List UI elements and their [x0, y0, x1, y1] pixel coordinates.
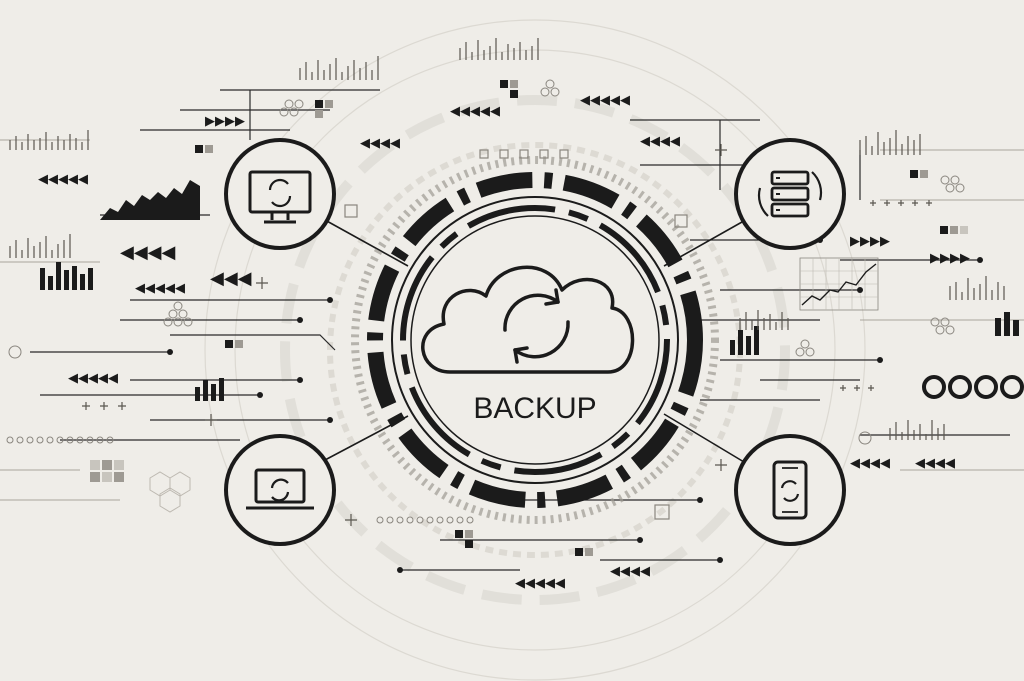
svg-text:◀◀◀◀◀: ◀◀◀◀◀ — [515, 576, 565, 591]
svg-text:◀◀◀◀◀: ◀◀◀◀◀ — [135, 281, 185, 296]
server-sync-icon — [757, 170, 823, 218]
mini-bar-chart-1 — [100, 180, 200, 220]
monitor-sync-icon — [248, 170, 312, 224]
svg-text:◀◀◀◀: ◀◀◀◀ — [850, 456, 890, 471]
svg-text:◀◀◀◀: ◀◀◀◀ — [120, 242, 176, 263]
svg-text:◀◀◀◀: ◀◀◀◀ — [360, 136, 400, 151]
svg-text:◀◀◀: ◀◀◀ — [210, 268, 252, 289]
circuit-lines — [30, 89, 1010, 571]
monitor-device-circle — [224, 138, 336, 250]
sync-arrows-icon — [503, 288, 570, 364]
laptop-sync-icon — [246, 468, 314, 510]
dotted-circles — [6, 345, 872, 524]
svg-text:◀◀◀◀: ◀◀◀◀ — [610, 564, 650, 579]
svg-text:◀◀◀◀◀: ◀◀◀◀◀ — [580, 93, 630, 108]
laptop-device-circle — [224, 434, 336, 546]
svg-text:◀◀◀◀: ◀◀◀◀ — [915, 456, 955, 471]
chain-rings — [922, 375, 1024, 399]
svg-text:◀◀◀◀◀: ◀◀◀◀◀ — [68, 371, 118, 386]
cloud-sync-icon — [421, 265, 635, 374]
phone-device-circle — [734, 434, 846, 546]
backup-label: BACKUP — [473, 392, 596, 425]
svg-text:▶▶▶▶: ▶▶▶▶ — [930, 251, 970, 266]
chevron-arrows: ◀◀◀◀◀ ◀◀◀◀ ◀◀◀◀◀ ◀◀◀◀◀ ▶▶▶▶ ◀◀◀◀ ◀◀◀◀◀ ◀… — [38, 93, 970, 591]
mini-bar-chart-4 — [730, 312, 1019, 355]
mini-bar-chart-2 — [40, 262, 93, 290]
hex-clusters — [149, 79, 965, 513]
mini-bar-chart-3 — [195, 378, 224, 401]
pixel-blocks — [90, 80, 968, 556]
svg-text:▶▶▶▶: ▶▶▶▶ — [850, 234, 890, 249]
server-device-circle — [734, 138, 846, 250]
svg-text:◀◀◀◀: ◀◀◀◀ — [640, 134, 680, 149]
svg-text:◀◀◀◀◀: ◀◀◀◀◀ — [450, 104, 500, 119]
plus-signs — [82, 144, 932, 526]
top-arc-squares — [344, 149, 688, 520]
phone-sync-icon — [772, 460, 808, 520]
svg-text:◀◀◀◀◀: ◀◀◀◀◀ — [38, 172, 88, 187]
waveform-ticks — [9, 38, 1005, 440]
svg-text:▶▶▶▶: ▶▶▶▶ — [205, 114, 245, 129]
circuit-nodes — [167, 237, 983, 573]
grid-line-chart — [799, 257, 879, 311]
